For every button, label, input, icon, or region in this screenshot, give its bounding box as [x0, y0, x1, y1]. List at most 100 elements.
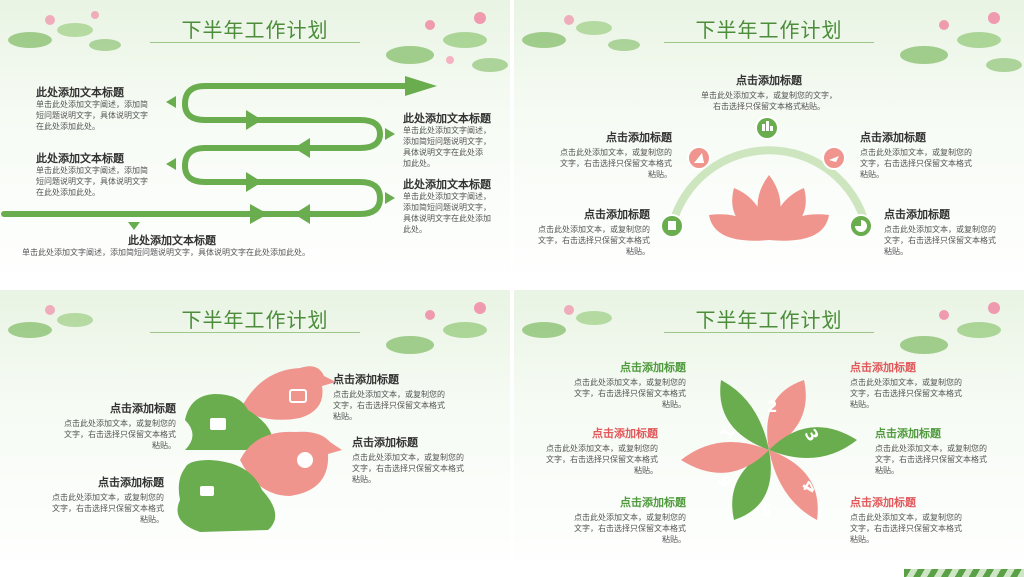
title-underline — [664, 332, 874, 333]
item-heading: 此处添加文本标题 — [128, 234, 216, 247]
right-body-2: 点击此处添加文本，或复制您的 文字，右击选择只保留文本格式 粘贴。 — [875, 443, 987, 476]
body-line: 点击此处添加文本，或复制您的 — [850, 513, 962, 522]
body-line: 点击此处添加文本，或复制您的 — [574, 378, 686, 387]
body-line: 点击此处添加文本，或复制您的 — [574, 513, 686, 522]
left-upper-body: 点击此处添加文本，或复制您的 文字，右击选择只保留文本格式 粘贴。 — [46, 418, 176, 451]
item-body: 单击此处添加文字阐述， 添加简短问题说明文字， 具体说明文字在此处添加 此处。 — [403, 191, 491, 235]
petal-2 — [767, 380, 806, 450]
item-heading: 此处添加文本标题 — [36, 86, 124, 99]
body-line: 粘贴。 — [662, 400, 686, 409]
slide-2[interactable]: 下半年工作计划 — [514, 0, 1024, 286]
right-lower-body: 点击此处添加文本，或复制您的 文字，右击选择只保留文本格式 粘贴。 — [352, 452, 464, 485]
right-lower-heading: 点击添加标题 — [884, 208, 950, 221]
body-line: 加此处。 — [403, 159, 435, 168]
body-line: 文字，右击选择只保留文本格式 — [352, 464, 464, 473]
left-upper-body: 点击此处添加文本，或复制您的 文字，右击选择只保留文本格式 粘贴。 — [544, 147, 672, 180]
body-line: 文字，右击选择只保留文本格式 — [850, 524, 962, 533]
body-line: 点击此处添加文本，或复制您的 — [52, 493, 164, 502]
body-line: 文字，右击选择只保留文本格式 — [574, 389, 686, 398]
right-upper-body: 点击此处添加文本，或复制您的 文字，右击选择只保留文本格式 粘贴。 — [860, 147, 972, 180]
item-heading: 此处添加文本标题 — [403, 112, 491, 125]
body-line: 粘贴。 — [875, 466, 899, 475]
body-line: 文字，右击选择只保留文本格式 — [574, 524, 686, 533]
body-line: 粘贴。 — [850, 535, 874, 544]
body-line: 右击选择只保留文本格式粘贴。 — [713, 102, 825, 111]
body-line: 点击此处添加文本，或复制您的 — [875, 444, 987, 453]
body-line: 短问题说明文字，具体说明文字 — [36, 177, 148, 186]
right-body-1: 点击此处添加文本，或复制您的 文字，右击选择只保留文本格式 粘贴。 — [850, 377, 962, 410]
body-line: 单击此处添加文字阐述，添加简 — [36, 166, 148, 175]
body-line: 粘贴。 — [152, 441, 176, 450]
slide-title: 下半年工作计划 — [695, 18, 843, 42]
body-line: 粘贴。 — [140, 515, 164, 524]
title-underline — [150, 42, 360, 43]
body-line: 在此处添加此处。 — [36, 188, 100, 197]
body-line: 文字，右击选择只保留文本格式 — [875, 455, 987, 464]
body-line: 点击此处添加文本，或复制您的 — [860, 148, 972, 157]
slide-title: 下半年工作计划 — [181, 308, 329, 332]
left-body-1: 点击此处添加文本，或复制您的 文字，右击选择只保留文本格式 粘贴。 — [554, 377, 686, 410]
body-line: 点击此处添加文本，或复制您的 — [352, 453, 464, 462]
body-line: 文字，右击选择只保留文本格式 — [560, 159, 672, 168]
arc-lotus-diagram — [660, 116, 873, 241]
slide-title: 下半年工作计划 — [695, 308, 843, 332]
item-heading: 此处添加文本标题 — [36, 152, 124, 165]
left-lower-heading: 点击添加标题 — [584, 208, 650, 221]
item-heading: 此处添加文本标题 — [403, 178, 491, 191]
body-line: 短问题说明文字，具体说明文字 — [36, 111, 148, 120]
lotus-decoration-left — [522, 305, 612, 338]
slide-1[interactable]: 下半年工作计划 此处添加文本标题 单击此处添加文字阐述，添加简 — [0, 0, 510, 286]
body-line: 粘贴。 — [634, 466, 658, 475]
body-line: 粘贴。 — [662, 535, 686, 544]
title-underline — [150, 332, 360, 333]
right-heading-2: 点击添加标题 — [875, 427, 941, 440]
body-line: 此处。 — [403, 225, 427, 234]
body-line: 点击此处添加文本，或复制您的 — [884, 225, 996, 234]
body-line: 具体说明文字在此处添加 — [403, 214, 491, 223]
body-line: 点击此处添加文本，或复制您的 — [538, 225, 650, 234]
right-heading-1: 点击添加标题 — [850, 361, 916, 374]
body-line: 文字，右击选择只保留文本格式 — [333, 401, 445, 410]
right-upper-heading: 点击添加标题 — [860, 131, 926, 144]
left-heading-2: 点击添加标题 — [592, 427, 658, 440]
left-body-2: 点击此处添加文本，或复制您的 文字，右击选择只保留文本格式 粘贴。 — [526, 443, 658, 476]
body-line: 点击此处添加文本，或复制您的 — [64, 419, 176, 428]
slide-title: 下半年工作计划 — [181, 18, 329, 42]
left-heading-3: 点击添加标题 — [620, 496, 686, 509]
lotus-decoration-right — [386, 302, 487, 354]
item-body: 单击此处添加文字阐述，添加简 短问题说明文字，具体说明文字 在此处添加此处。 — [36, 165, 148, 198]
petal-1 — [720, 380, 769, 450]
body-line: 粘贴。 — [626, 247, 650, 256]
body-line: 文字，右击选择只保留文本格式 — [52, 504, 164, 513]
body-line: 点击此处添加文本，或复制您的 — [560, 148, 672, 157]
left-lower-heading: 点击添加标题 — [98, 476, 164, 489]
petal-number-5: 5 — [760, 500, 771, 519]
left-body-3: 点击此处添加文本，或复制您的 文字，右击选择只保留文本格式 粘贴。 — [554, 512, 686, 545]
top-heading: 点击添加标题 — [736, 74, 802, 87]
lotus-decoration-right — [386, 12, 508, 72]
lotus-decoration-left — [8, 11, 121, 51]
lotus-decoration-left — [522, 15, 640, 51]
lotus-decoration-right — [900, 302, 1001, 354]
petal-number-2: 2 — [766, 397, 777, 416]
item-body: 单击此处添加文字阐述，添加简短问题说明文字，具体说明文字在此处添加此处。 — [22, 248, 310, 257]
left-upper-heading: 点击添加标题 — [606, 131, 672, 144]
decorative-stripes — [904, 569, 1024, 577]
left-upper-heading: 点击添加标题 — [110, 402, 176, 415]
body-line: 单击此处添加文字阐述， — [403, 126, 491, 135]
body-line: 添加简短问题说明文字， — [403, 137, 491, 146]
body-line: 文字，右击选择只保留文本格式 — [538, 236, 650, 245]
body-line: 文字，右击选择只保留文本格式 — [850, 389, 962, 398]
slide-4[interactable]: 下半年工作计划 1 2 3 4 5 6 点击添加标题 点击此处添加文本，或复 — [514, 290, 1024, 577]
petal-5 — [732, 450, 771, 520]
pinwheel-diagram: 1 2 3 4 5 6 — [681, 380, 857, 520]
right-lower-heading: 点击添加标题 — [352, 436, 418, 449]
body-line: 粘贴。 — [352, 475, 376, 484]
body-line: 单击此处添加文本，或复制您的文字， — [701, 91, 837, 100]
body-line: 单击此处添加文字阐述， — [403, 192, 491, 201]
body-line: 粘贴。 — [333, 412, 357, 421]
bird-shapes-diagram — [177, 366, 342, 532]
slide-3[interactable]: 下半年工作计划 点击添加标题 点击此处添加文本，或复制您的 文字，右击选择只保留… — [0, 290, 510, 577]
petal-4 — [769, 450, 818, 520]
body-line: 文字，右击选择只保留文本格式 — [64, 430, 176, 439]
